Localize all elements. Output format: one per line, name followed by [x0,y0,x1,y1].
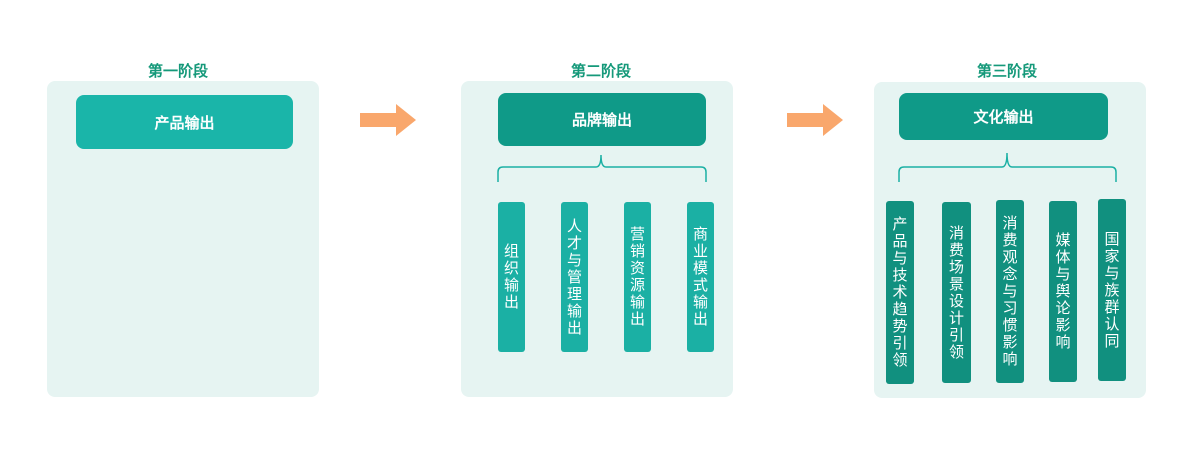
stage-2-item: 营销资源输出 [624,202,651,352]
arrow-right-icon [360,104,416,136]
stage-2-item: 组织输出 [498,202,525,352]
bracket [497,154,707,182]
stage-2-title: 第二阶段 [570,62,631,80]
stage-3-item: 消费观念与习惯影响 [996,200,1024,383]
stage-3-item: 产品与技术趋势引领 [886,201,914,384]
stage-3-header: 文化输出 [899,93,1108,140]
stage-1-header: 产品输出 [76,95,293,149]
stage-1-title: 第一阶段 [147,62,208,80]
stage-3-item: 消费场景设计引领 [942,202,971,383]
stage-3-title: 第三阶段 [976,62,1037,80]
arrow-right-icon [787,104,843,136]
stage-2-item: 商业模式输出 [687,202,714,352]
bracket [898,152,1117,182]
stage-3-item: 媒体与舆论影响 [1049,201,1077,382]
stage-3-item: 国家与族群认同 [1098,199,1126,381]
stage-2-header: 品牌输出 [498,93,706,146]
stage-2-item: 人才与管理输出 [561,202,588,352]
